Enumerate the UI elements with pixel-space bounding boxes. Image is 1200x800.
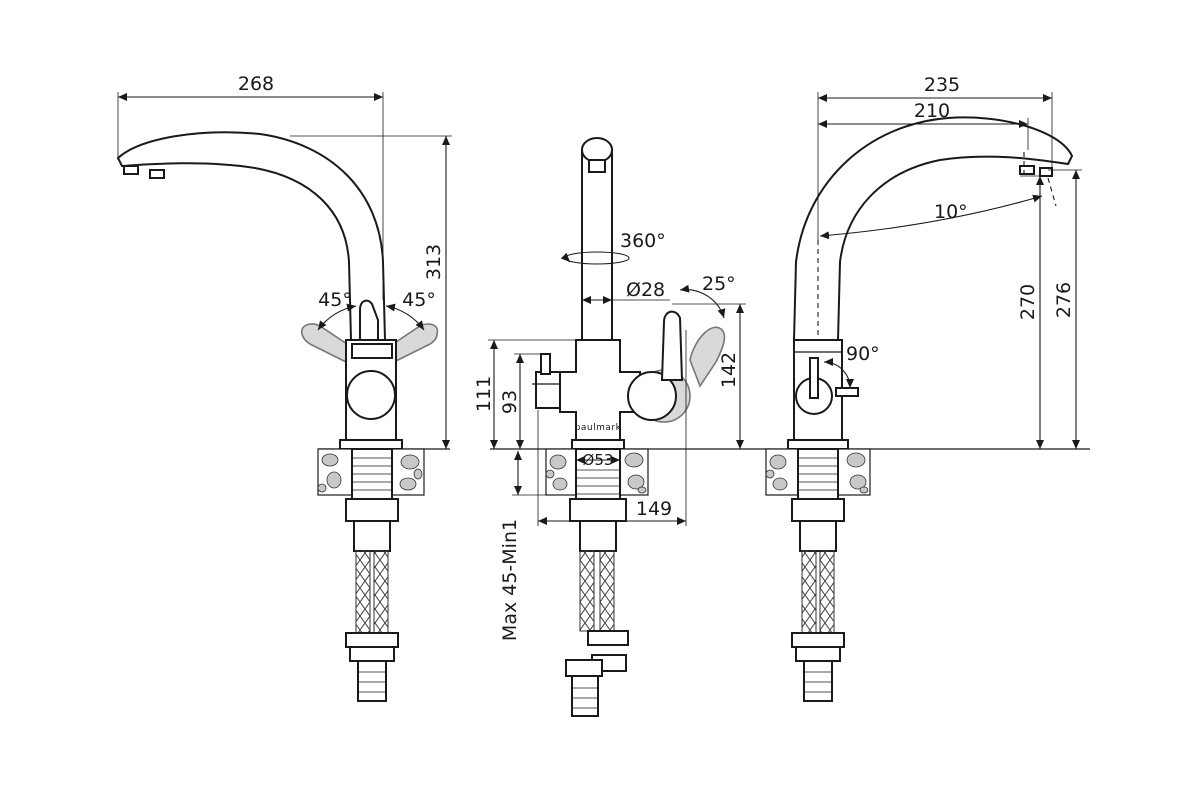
braided-hose — [801, 550, 817, 634]
dimension-label-149: 149 — [636, 498, 672, 520]
lever-collar — [351, 343, 393, 359]
hose-nut — [565, 659, 603, 677]
hose-connector — [353, 520, 391, 552]
thickness-label: Max 45-Min1 — [499, 519, 521, 641]
front-view: paulmark 360° Ø28 25° 111 93 142 — [473, 137, 1090, 717]
hose-fitting — [803, 660, 833, 702]
filter-lever-stem — [540, 353, 551, 375]
mounting-nut — [569, 498, 627, 522]
cartridge-housing-right — [627, 371, 677, 421]
hose-nut — [587, 630, 629, 646]
left-view: 268 313 45° 45° — [116, 73, 452, 702]
spout-tip — [581, 137, 613, 163]
braided-hose — [819, 550, 835, 634]
shank-thread — [352, 457, 392, 491]
lever-left — [359, 299, 379, 341]
tilt-angle-label: 10° — [934, 201, 968, 223]
aerator — [588, 159, 606, 173]
base-flange — [571, 439, 625, 450]
filter-lever-stem — [809, 357, 819, 399]
pipe-diameter-label: Ø28 — [626, 279, 665, 301]
aerator-nozzle — [123, 165, 139, 175]
braided-hose — [599, 550, 615, 632]
lever-rotation-label: 90° — [846, 343, 880, 365]
dimension-label-210: 210 — [914, 100, 950, 122]
countertop-rocks — [765, 452, 869, 494]
rotation-label: 360° — [620, 230, 666, 252]
dimension-label-93: 93 — [499, 390, 521, 414]
base-flange — [339, 439, 403, 450]
hose-nut — [795, 646, 841, 662]
lever-angle-arc — [679, 284, 726, 319]
spout-right — [792, 116, 1074, 341]
tilt-angle-arc — [819, 194, 1043, 240]
lever-rotation-arc — [823, 358, 854, 389]
dimension-label-270: 270 — [1017, 284, 1039, 320]
hose-fitting — [571, 675, 599, 717]
base-diameter-label: Ø53 — [583, 451, 614, 469]
filter-lever-body — [535, 371, 561, 409]
hose-fitting — [357, 660, 387, 702]
dimension-label-276: 276 — [1053, 282, 1075, 318]
braided-hose — [355, 550, 371, 634]
hose-nut — [791, 632, 845, 648]
countertop-rocks — [545, 452, 647, 494]
hose-connector — [579, 520, 617, 552]
aerator-nozzle — [149, 169, 165, 179]
dimension-label-268: 268 — [238, 73, 274, 95]
countertop-rocks — [317, 453, 423, 493]
base-flange — [787, 439, 849, 450]
hose-nut — [349, 646, 395, 662]
filter-lever-handle — [835, 387, 859, 397]
mounting-nut — [791, 498, 845, 522]
angle-label-right: 45° — [402, 289, 436, 311]
angle-label-left: 45° — [318, 289, 352, 311]
right-view: 90° 235 210 — [765, 74, 1082, 702]
spout-left — [116, 131, 387, 341]
braided-hose — [579, 550, 595, 632]
dimension-label-111: 111 — [473, 376, 495, 412]
mixer-lever — [660, 310, 684, 381]
angle-arc-left — [317, 303, 357, 331]
cartridge-housing — [346, 370, 396, 420]
brand-logo: paulmark — [575, 423, 622, 433]
mounting-nut — [345, 498, 399, 522]
braided-hose — [373, 550, 389, 634]
dimension-label-313: 313 — [423, 244, 445, 280]
ghost-lever — [689, 326, 726, 388]
lever-angle-label: 25° — [702, 273, 736, 295]
dimension-label-235: 235 — [924, 74, 960, 96]
angle-arc-right — [385, 303, 425, 331]
aerator-nozzle — [1019, 165, 1035, 175]
hose-nut — [345, 632, 399, 648]
dimension-label-142: 142 — [718, 352, 740, 388]
aerator-nozzle — [1039, 167, 1053, 177]
hose-connector — [799, 520, 837, 552]
